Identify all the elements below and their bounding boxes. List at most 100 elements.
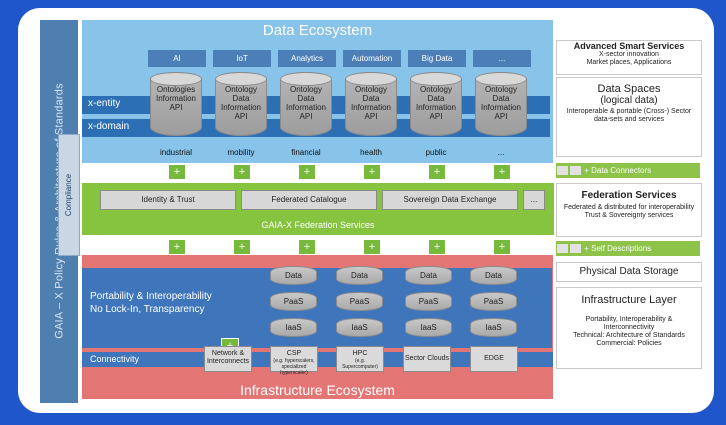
connector-icon — [557, 244, 568, 254]
ontology-cylinder-more: Ontology Data Information API — [475, 72, 527, 136]
domain-ai: AI — [148, 50, 206, 67]
plus-icon: + — [363, 239, 381, 255]
x-entity-label: x-entity — [88, 98, 121, 109]
cyl-text: API — [299, 112, 313, 121]
cyl-text: Data — [297, 94, 315, 103]
cyl-text: Ontology — [354, 85, 388, 94]
self-descriptions-bar: + Self Descriptions — [556, 241, 700, 256]
cyl-text: Ontology — [224, 85, 258, 94]
cyl-text: Information — [480, 103, 522, 112]
infra-desc1: Portability, Interoperability & Intercon… — [585, 316, 673, 331]
connectors-label: + Data Connectors — [584, 166, 652, 175]
stack-label: CSP — [286, 350, 302, 357]
domain-automation: Automation — [343, 50, 401, 67]
stack-sector-clouds: Sector Clouds — [403, 346, 451, 372]
plus-icon: + — [168, 164, 186, 180]
stack-hpc: HPC (e.g. Supercomputer) — [336, 346, 384, 372]
lockin-label: No Lock-In, Transparency — [90, 304, 205, 315]
domain-analytics: Analytics — [278, 50, 336, 67]
cyl-text: API — [494, 112, 508, 121]
cyl-text: Information — [350, 103, 392, 112]
infra-layer-panel: Infrastructure Layer Portability, Intero… — [556, 287, 702, 369]
cyl-text: Ontology — [484, 85, 518, 94]
cyl-text: API — [429, 112, 443, 121]
plus-icon: + — [233, 239, 251, 255]
stack-csp: CSP (e.g. hyperscalers, specialized hype… — [270, 346, 318, 376]
data-spaces-panel: Data Spaces (logical data) Interoperable… — [556, 77, 702, 157]
domain-iot: IoT — [213, 50, 271, 67]
cyl-text: Data — [232, 94, 250, 103]
plus-icon: + — [168, 239, 186, 255]
db-data: Data — [405, 266, 452, 285]
ontology-cylinder-health: Ontology Data Information API — [345, 72, 397, 136]
fed-catalogue: Federated Catalogue — [241, 190, 377, 210]
cyl-text: Ontology — [419, 85, 453, 94]
infrastructure-title: Infrastructure Ecosystem — [240, 382, 395, 398]
infra-desc2: Technical: Architecture of Standards — [573, 332, 685, 339]
stack-label: EDGE — [484, 355, 504, 362]
data-ecosystem-title: Data Ecosystem — [262, 22, 373, 39]
ontology-cylinder-mobility: Ontology Data Information API — [215, 72, 267, 136]
plus-icon: + — [493, 239, 511, 255]
fed-data-exchange: Sovereign Data Exchange — [382, 190, 518, 210]
compliance-bar: Compliance — [58, 134, 80, 256]
federation-panel: Federation Services Federated & distribu… — [556, 183, 702, 237]
db-iaas: IaaS — [270, 318, 317, 337]
ontology-cylinder-financial: Ontology Data Information API — [280, 72, 332, 136]
cyl-text: Information — [220, 103, 262, 112]
cyl-text: Ontologies — [156, 85, 196, 94]
label-industrial: industrial — [159, 148, 192, 157]
db-iaas: IaaS — [470, 318, 517, 337]
stack-sub: (e.g. hyperscalers, specialized hypersca… — [273, 358, 315, 376]
advanced-sub2: Market places, Applications — [586, 59, 672, 66]
dataspaces-sub: (logical data) — [600, 95, 658, 106]
plus-icon: + — [493, 164, 511, 180]
network-box: Network & Interconnects — [204, 346, 252, 372]
db-paas: PaaS — [470, 292, 517, 311]
dataspaces-desc: Interoperable & portable (Cross-) Sector… — [566, 108, 692, 123]
fed-more: ... — [523, 190, 545, 210]
db-iaas: IaaS — [405, 318, 452, 337]
connector-icon — [570, 166, 581, 176]
physical-storage-panel: Physical Data Storage — [556, 262, 702, 282]
federation-title: GAIA-X Federation Services — [261, 220, 375, 230]
label-mobility: mobility — [227, 148, 255, 157]
db-paas: PaaS — [336, 292, 383, 311]
cyl-text: Information — [415, 103, 457, 112]
portability-label: Portability & Interoperability — [90, 291, 212, 302]
plus-icon: + — [298, 239, 316, 255]
label-public: public — [425, 148, 447, 157]
infra-desc3: Commercial: Policies — [596, 340, 662, 347]
cyl-text: Data — [492, 94, 510, 103]
stack-sub: (e.g. Supercomputer) — [342, 358, 378, 370]
cyl-text: Ontology — [289, 85, 323, 94]
self-label: + Self Descriptions — [584, 244, 652, 253]
stack-edge: EDGE — [470, 346, 518, 372]
advanced-sub1: X-sector innovation — [599, 51, 659, 58]
ontology-cylinder-industrial: Ontologies Information API — [150, 72, 202, 136]
connector-icon — [570, 244, 581, 254]
fed-identity-trust: Identity & Trust — [100, 190, 236, 210]
stack-label: Sector Clouds — [405, 355, 449, 362]
stack-label: HPC — [352, 350, 368, 357]
connector-icon — [557, 166, 568, 176]
cyl-text: Data — [427, 94, 445, 103]
domain-more: ... — [473, 50, 531, 67]
db-data: Data — [336, 266, 383, 285]
advanced-title: Advanced Smart Services — [573, 41, 685, 51]
advanced-services-panel: Advanced Smart Services X-sector innovat… — [556, 40, 702, 75]
federation-panel-title: Federation Services — [581, 190, 677, 201]
db-data: Data — [270, 266, 317, 285]
plus-icon: + — [428, 164, 446, 180]
plus-icon: + — [363, 164, 381, 180]
cyl-text: API — [364, 112, 378, 121]
label-financial: financial — [291, 148, 321, 157]
data-connectors-bar: + Data Connectors — [556, 163, 700, 178]
cyl-text: API — [234, 112, 248, 121]
compliance-label: Compliance — [64, 173, 73, 217]
db-data: Data — [470, 266, 517, 285]
plus-icon: + — [298, 164, 316, 180]
dataspaces-title: Data Spaces — [597, 83, 661, 95]
infra-panel-title: Infrastructure Layer — [581, 294, 677, 306]
cyl-text: Information — [155, 94, 197, 103]
